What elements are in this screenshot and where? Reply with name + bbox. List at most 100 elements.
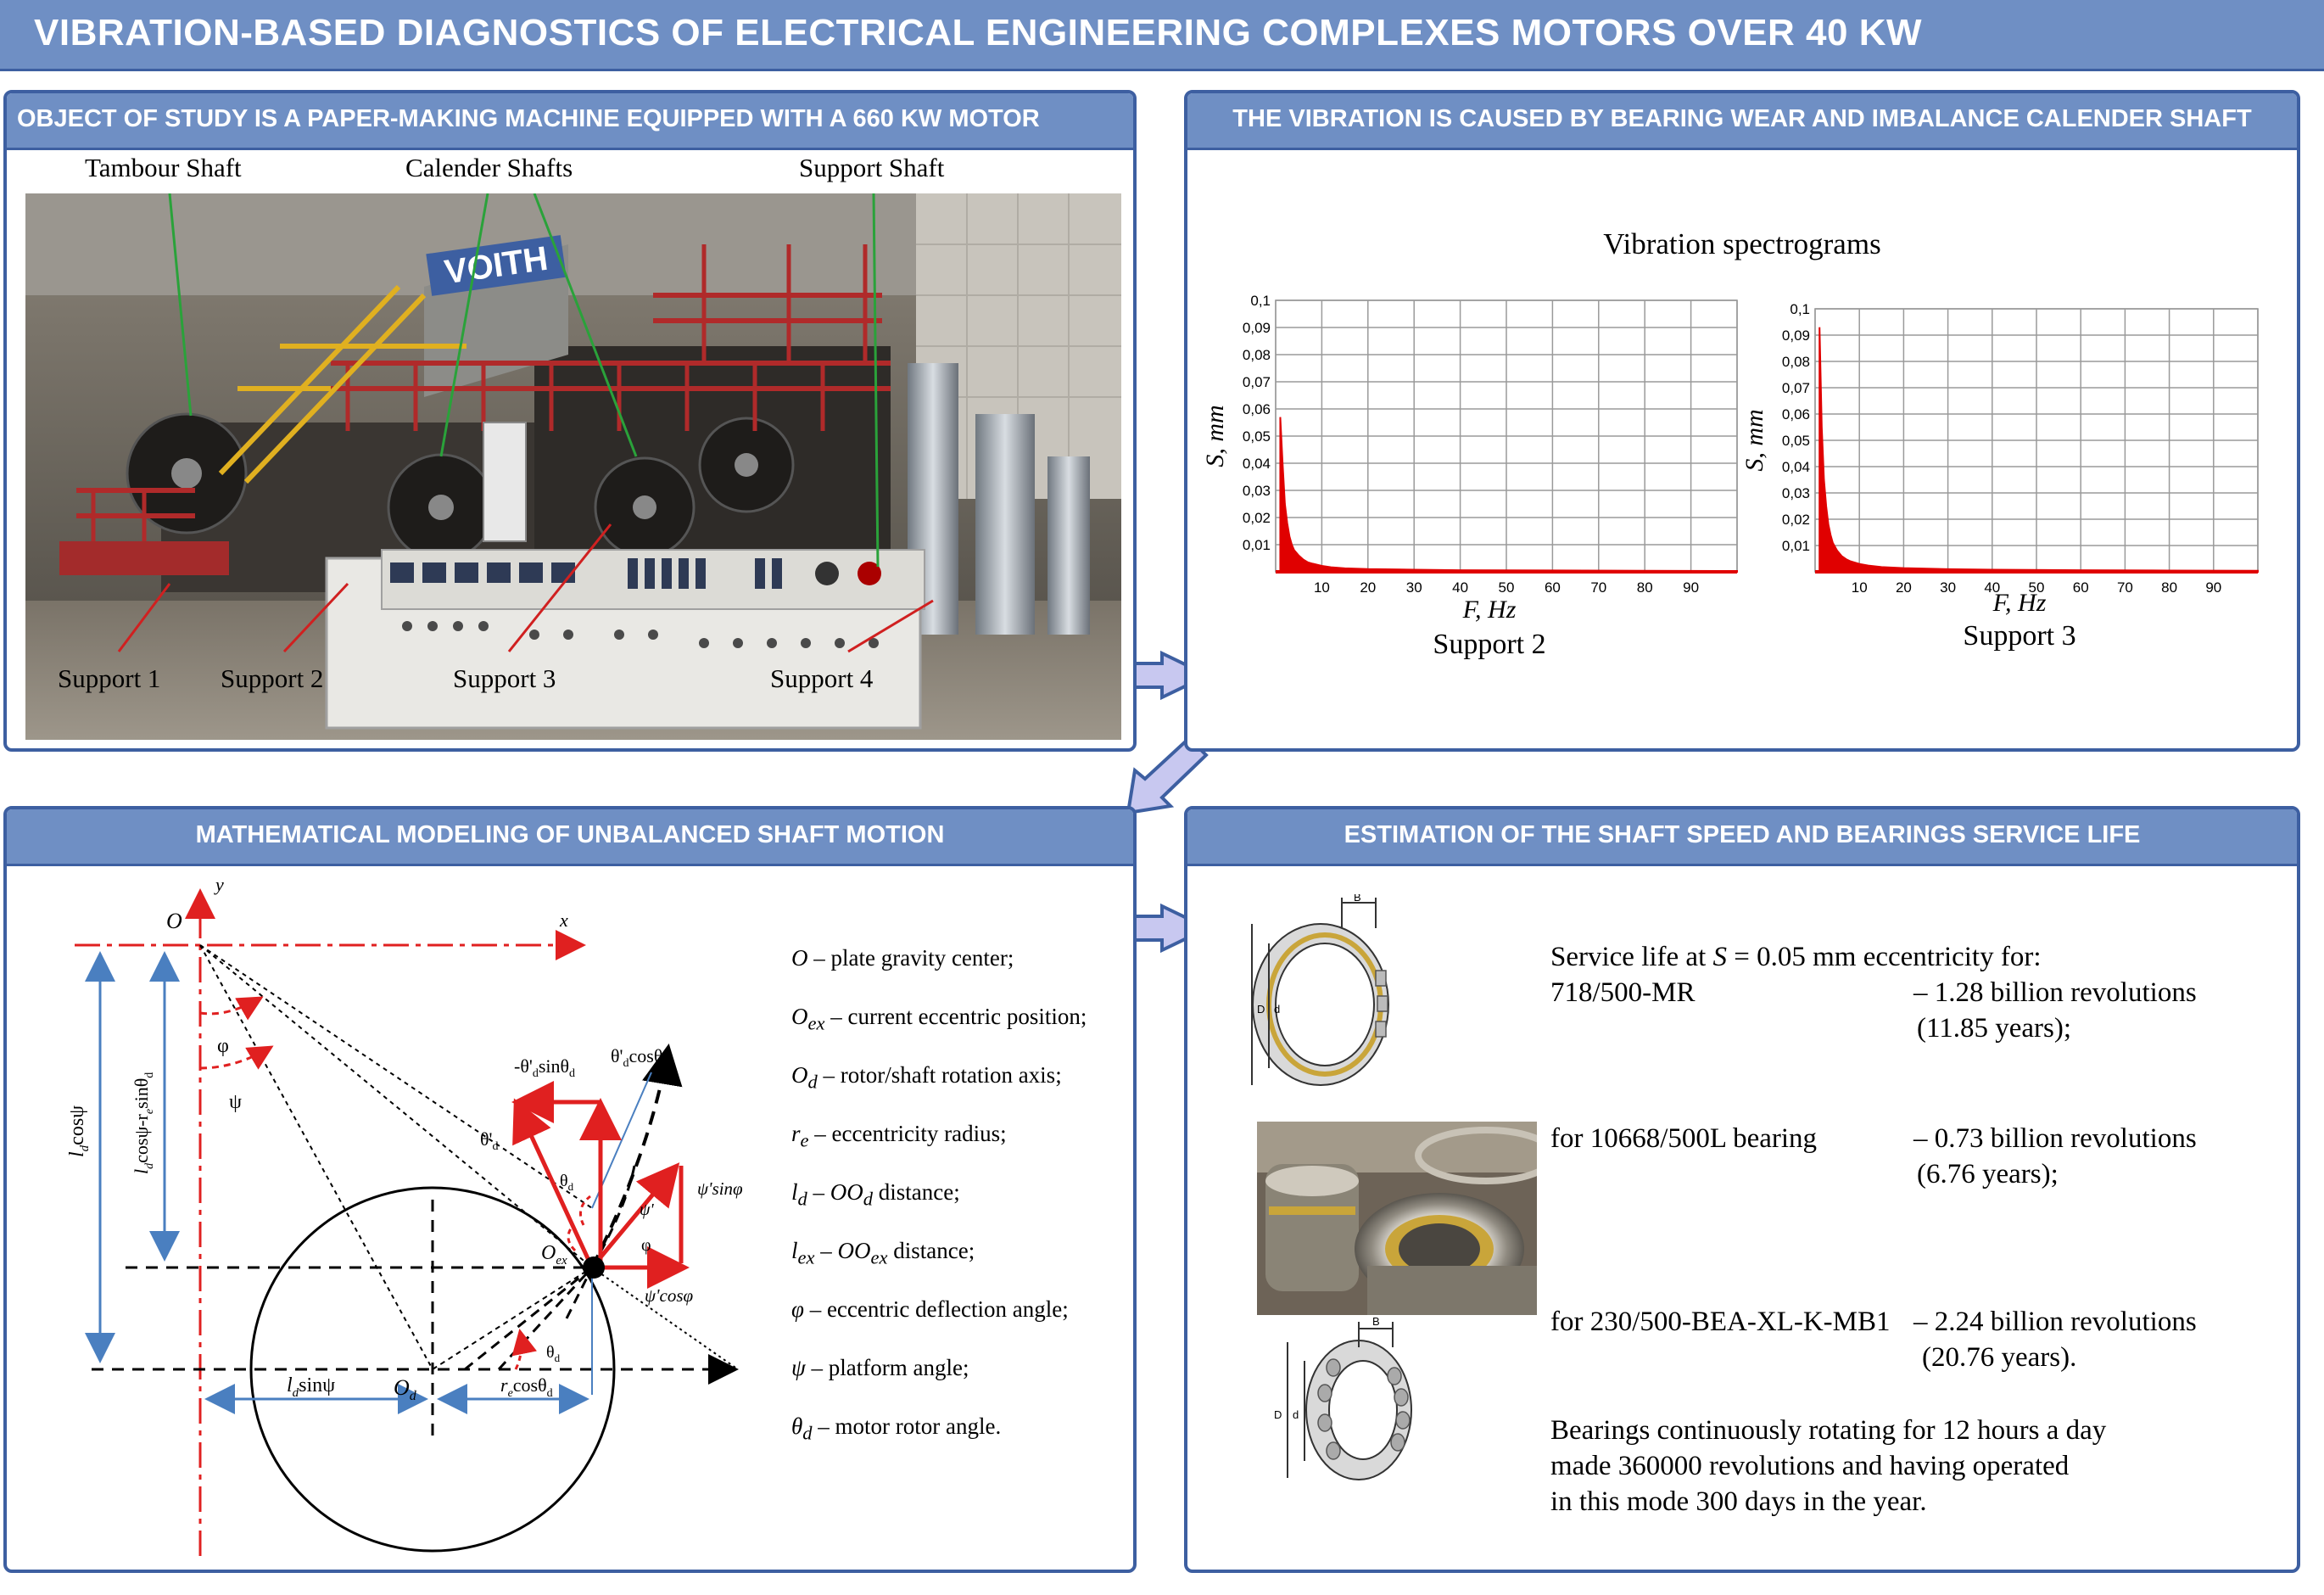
- label-support-4: Support 4: [770, 663, 874, 693]
- legend-item: lex – OOex distance;: [791, 1238, 975, 1268]
- y-tick-label: 0,08: [1782, 354, 1810, 370]
- bearing-3-name: for 230/500-BEA-XL-K-MB1: [1550, 1307, 1891, 1337]
- spectrogram-chart-3: 0,01 0,02 0,03 0,04 0,05 0,06 0,07 0,08 0,09 0,1 1…: [1740, 301, 2259, 652]
- label-theta-cos: θ'dcosθd: [611, 1045, 668, 1070]
- bearing-3-years: (20.76 years).: [1922, 1342, 2077, 1373]
- panel-header: MATHEMATICAL MODELING OF UNBALANCED SHAF…: [7, 809, 1133, 866]
- y-axis-label: S, mm: [1740, 409, 1768, 471]
- label-support-3: Support 3: [453, 663, 556, 693]
- bearing-1-years: (11.85 years);: [1917, 1013, 2072, 1044]
- y-tick-label: 0,07: [1782, 380, 1810, 396]
- x-tick-label: 40: [1984, 579, 2000, 596]
- legend-item: θd – motor rotor angle.: [791, 1413, 1002, 1444]
- service-life-intro: Service life at S = 0.05 mm eccentricity…: [1550, 942, 2042, 972]
- label-theta-prime: θ'd: [480, 1128, 499, 1153]
- y-tick-label: 0,09: [1782, 327, 1810, 344]
- y-tick-label: 0,02: [1782, 512, 1810, 528]
- label-od: Od: [394, 1375, 417, 1403]
- chart-subtitle: Support 3: [1963, 620, 2075, 652]
- dim-d-upper-1: D: [1257, 1003, 1265, 1016]
- panel-title: THE VIBRATION IS CAUSED BY BEARING WEAR …: [1232, 105, 2252, 132]
- x-tick-label: 50: [1499, 579, 1515, 596]
- y-tick-label: 0,02: [1243, 510, 1271, 526]
- x-axis-label: F, Hz: [1992, 589, 2047, 617]
- legend-item: ψ – platform angle;: [791, 1355, 969, 1380]
- shaft-motion-diagram: O x y φ ψ Od Oex θd θd ψ' φ θ'd -θ'dsinθ…: [66, 874, 743, 1556]
- y-tick-label: 0,07: [1243, 374, 1271, 390]
- label-theta-d-bottom: θd: [546, 1343, 561, 1364]
- x-tick-label: 80: [1637, 579, 1653, 596]
- page-title: VIBRATION-BASED DIAGNOSTICS OF ELECTRICA…: [34, 12, 1923, 53]
- label-psi: ψ: [229, 1091, 242, 1113]
- dim-d-lower-1: d: [1274, 1003, 1280, 1016]
- bearing-1-name: 718/500-MR: [1550, 977, 1696, 1008]
- shaft-circle: [249, 1186, 616, 1553]
- label-ld-cospsi-re: ldcosψ-resinθd: [131, 1072, 156, 1174]
- bearing-2-years: (6.76 years);: [1917, 1159, 2059, 1189]
- label-calender-shafts: Calender Shafts: [405, 153, 573, 182]
- y-tick-label: 0,01: [1782, 538, 1810, 554]
- legend-item: Oex – current eccentric position;: [791, 1004, 1087, 1034]
- y-tick-label: 0,03: [1782, 485, 1810, 501]
- panel-title: OBJECT OF STUDY IS A PAPER-MAKING MACHIN…: [17, 105, 1040, 132]
- label-phi-small: φ: [641, 1236, 651, 1255]
- panel-vibration: THE VIBRATION IS CAUSED BY BEARING WEAR …: [1184, 90, 2300, 752]
- title-bar: VIBRATION-BASED DIAGNOSTICS OF ELECTRICA…: [0, 0, 2324, 71]
- x-tick-label: 60: [1545, 579, 1561, 596]
- dim-d-upper-2: D: [1274, 1408, 1282, 1421]
- y-tick-label: 0,1: [1790, 301, 1810, 317]
- y-tick-label: 0,04: [1782, 459, 1810, 475]
- x-tick-label: 10: [1314, 579, 1330, 596]
- x-tick-label: 90: [2205, 579, 2221, 596]
- y-tick-label: 0,06: [1782, 406, 1810, 423]
- panel-header: OBJECT OF STUDY IS A PAPER-MAKING MACHIN…: [7, 93, 1133, 150]
- shaft-leader-lines: [168, 193, 880, 568]
- dim-b-1: B: [1354, 894, 1361, 904]
- label-re-cos: recosθd: [500, 1374, 553, 1400]
- y-tick-label: 0,03: [1243, 483, 1271, 499]
- bearings-photo: [1257, 1122, 1537, 1315]
- y-tick-label: 0,05: [1782, 433, 1810, 449]
- panel-header: ESTIMATION OF THE SHAFT SPEED AND BEARIN…: [1187, 809, 2297, 866]
- label-support-1: Support 1: [58, 663, 161, 693]
- y-tick-label: 0,05: [1243, 428, 1271, 445]
- y-tick-label: 0,06: [1243, 401, 1271, 417]
- label-ld-sinpsi: ldsinψ: [287, 1374, 335, 1400]
- label-ld-cospsi: ldcosψ: [66, 1105, 92, 1157]
- bearing-drawing-1: B D d: [1251, 894, 1389, 1086]
- label-psi-sin: ψ'sinφ: [697, 1178, 743, 1199]
- y-tick-label: 0,01: [1243, 537, 1271, 553]
- chart-subtitle: Support 2: [1433, 629, 1545, 660]
- x-tick-label: 70: [1590, 579, 1606, 596]
- spectrogram-chart-2: 0,010,020,030,040,050,060,070,080,090,11…: [1201, 293, 1738, 660]
- spectrogram-charts: 0,01 0,02 0,03 0,04 0,05 0,06 0,07 0,08 0,09 0,1 1…: [1201, 293, 2259, 660]
- operating-note-line-3: in this mode 300 days in the year.: [1550, 1486, 1927, 1517]
- machine-photo: VOITH: [25, 193, 1121, 740]
- label-tambour-shaft: Tambour Shaft: [85, 153, 242, 182]
- legend-item: re – eccentricity radius;: [791, 1121, 1007, 1151]
- x-tick-label: 80: [2161, 579, 2177, 596]
- operating-note-line-1: Bearings continuously rotating for 12 ho…: [1550, 1415, 2107, 1446]
- bearing-2-revolutions: – 0.73 billion revolutions: [1913, 1123, 2197, 1154]
- y-axis-label: S, mm: [1201, 405, 1229, 467]
- legend-item: ld – OOd distance;: [791, 1179, 960, 1210]
- bearing-3-revolutions: – 2.24 billion revolutions: [1913, 1307, 2197, 1337]
- label-support-2: Support 2: [221, 663, 324, 693]
- y-tick-label: 0,08: [1243, 347, 1271, 363]
- x-tick-label: 10: [1852, 579, 1868, 596]
- y-tick-label: 0,09: [1243, 320, 1271, 336]
- x-tick-label: 30: [1940, 579, 1956, 596]
- x-axis-label: F, Hz: [1462, 596, 1517, 624]
- panel-object-of-study: OBJECT OF STUDY IS A PAPER-MAKING MACHIN…: [3, 90, 1137, 752]
- label-o: O: [166, 909, 182, 933]
- x-tick-label: 30: [1406, 579, 1422, 596]
- operating-note-line-2: made 360000 revolutions and having opera…: [1550, 1451, 2070, 1481]
- x-tick-label: 70: [2117, 579, 2133, 596]
- bearing-2-name: for 10668/500L bearing: [1550, 1123, 1818, 1154]
- x-tick-label: 90: [1683, 579, 1699, 596]
- label-psi-cos: ψ'cosφ: [645, 1285, 694, 1306]
- panel-title: MATHEMATICAL MODELING OF UNBALANCED SHAF…: [195, 821, 945, 848]
- label-phi: φ: [217, 1035, 229, 1057]
- support-leader-lines: [117, 523, 934, 653]
